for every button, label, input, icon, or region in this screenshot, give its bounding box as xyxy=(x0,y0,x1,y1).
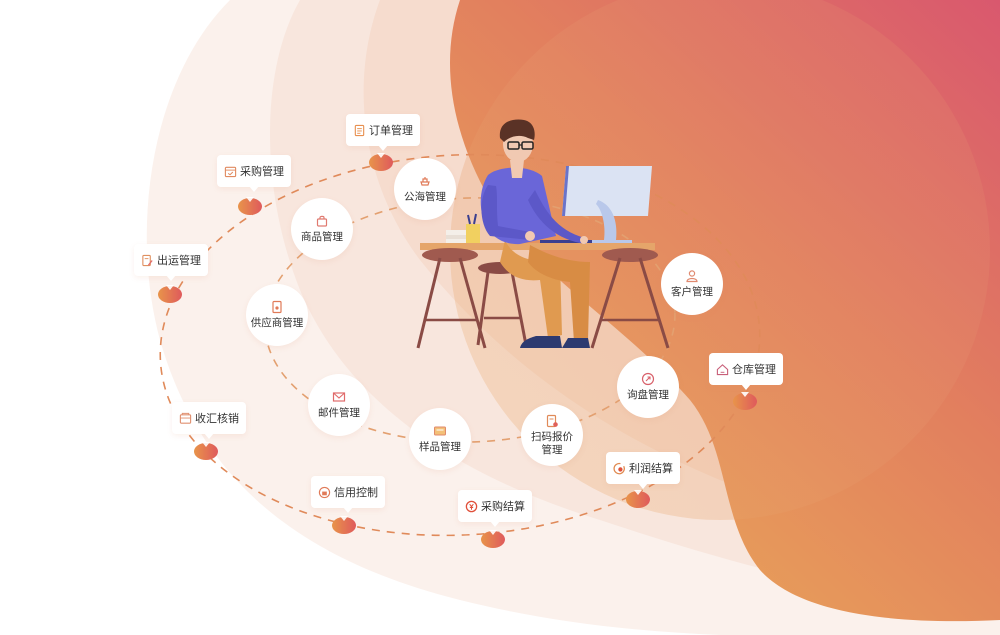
profit-icon xyxy=(613,462,625,474)
module-tag-shipping[interactable]: 出运管理 xyxy=(134,244,208,281)
node-label: 扫码报价 管理 xyxy=(531,430,573,456)
tag-label: 采购结算 xyxy=(481,500,525,513)
document-icon xyxy=(354,124,365,136)
edit-doc-icon xyxy=(142,254,153,266)
tag-label: 利润结算 xyxy=(629,462,673,475)
order-pin-marker xyxy=(369,153,393,171)
tag-label: 出运管理 xyxy=(157,254,201,267)
purchase-settle-pin-marker xyxy=(481,530,505,548)
purchase-pin-marker xyxy=(238,197,262,215)
collection-pin-marker xyxy=(194,442,218,460)
credit-pin-marker xyxy=(332,516,356,534)
module-node-supplier[interactable]: 供应商管理 xyxy=(246,284,308,346)
calendar-check-icon xyxy=(224,166,237,177)
desk-illustration xyxy=(416,119,670,349)
node-label: 样品管理 xyxy=(419,441,461,453)
tag-label: 仓库管理 xyxy=(732,363,776,376)
quote-icon xyxy=(546,414,558,427)
module-node-inquiry[interactable]: 询盘管理 xyxy=(617,356,679,418)
module-tag-warehouse[interactable]: 仓库管理 xyxy=(709,353,783,390)
node-label: 公海管理 xyxy=(404,191,446,203)
module-tag-order[interactable]: 订单管理 xyxy=(346,114,420,151)
house-icon xyxy=(716,363,729,375)
module-node-scan-quote[interactable]: 扫码报价 管理 xyxy=(521,404,583,466)
tag-label: 订单管理 xyxy=(369,124,413,137)
module-node-public-sea[interactable]: 公海管理 xyxy=(394,158,456,220)
module-node-customer[interactable]: 客户管理 xyxy=(661,253,723,315)
module-tag-purchase[interactable]: 采购管理 xyxy=(217,155,291,192)
tag-label: 采购管理 xyxy=(240,165,284,178)
warehouse-pin-marker xyxy=(733,392,757,410)
module-tag-purchase-settle[interactable]: 采购结算 xyxy=(458,490,532,527)
credit-icon xyxy=(318,486,331,498)
yen-circle-icon xyxy=(465,500,478,512)
node-label: 商品管理 xyxy=(301,231,343,243)
module-node-mail[interactable]: 邮件管理 xyxy=(308,374,370,436)
shipping-pin-marker xyxy=(158,285,182,303)
node-label: 询盘管理 xyxy=(627,389,669,401)
module-tag-collection[interactable]: 收汇核销 xyxy=(172,402,246,439)
wallet-icon xyxy=(179,412,192,424)
outer-ring-path xyxy=(159,153,761,537)
module-node-sample[interactable]: 样品管理 xyxy=(409,408,471,470)
sample-icon xyxy=(434,426,446,436)
inner-ring-path xyxy=(264,197,676,443)
profit-settle-pin-marker xyxy=(626,490,650,508)
tag-label: 信用控制 xyxy=(334,486,378,499)
node-label: 邮件管理 xyxy=(318,407,360,419)
user-icon xyxy=(686,270,698,283)
bag-icon xyxy=(316,215,328,227)
ship-icon xyxy=(420,177,430,186)
light-circle-shape xyxy=(450,0,990,520)
supplier-icon xyxy=(272,300,282,314)
node-label: 供应商管理 xyxy=(250,317,304,329)
module-node-goods[interactable]: 商品管理 xyxy=(291,198,353,260)
mail-icon xyxy=(332,392,346,402)
module-tag-credit[interactable]: 信用控制 xyxy=(311,476,385,513)
tag-label: 收汇核销 xyxy=(195,412,239,425)
module-tag-profit-settle[interactable]: 利润结算 xyxy=(606,452,680,489)
inquiry-icon xyxy=(641,372,655,386)
node-label: 客户管理 xyxy=(671,286,713,298)
